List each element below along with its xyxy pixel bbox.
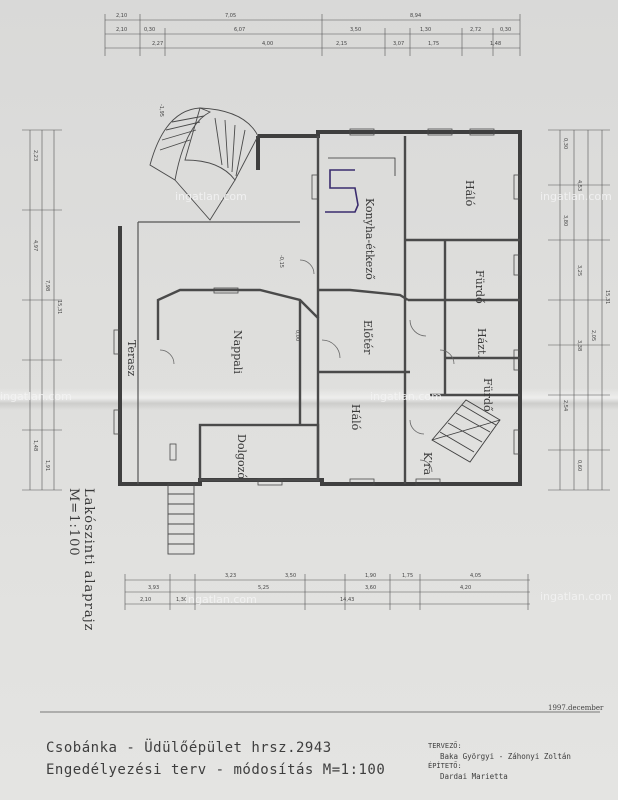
dim-bottom-row2-2: 3,60 xyxy=(365,585,376,591)
watermark: ingatlan.com xyxy=(185,593,257,606)
dim-top-row3-5: 1,48 xyxy=(490,41,501,47)
designer-names: Baka Györgyi - Záhonyi Zoltán xyxy=(440,752,571,761)
dim-top-row1-0: 2,10 xyxy=(116,13,127,19)
watermarks: ingatlan.com ingatlan.com ingatlan.com i… xyxy=(0,190,612,606)
dimension-labels-top: 2,10 7,05 8,94 2,10 0,30 6,07 3,50 1,30 … xyxy=(116,13,511,47)
permit-title: Engedélyezési terv - módosítás M=1:100 xyxy=(46,762,386,778)
dim-top-row2-4: 1,30 xyxy=(420,27,431,33)
staircase-terrace xyxy=(149,107,259,221)
dim-left-0: 2,23 xyxy=(32,150,38,161)
top-dimension-chains xyxy=(104,14,521,56)
left-dimension-chains xyxy=(22,129,62,491)
dim-bottom-row2-1: 5,25 xyxy=(258,585,269,591)
floor-plan-title: Lakószinti alaprajz M=1:100 xyxy=(66,488,96,728)
dim-right-2: 3,80 xyxy=(562,215,568,226)
room-label-furdo-top: Fürdő xyxy=(473,270,486,304)
dim-top-row2-1: 0,30 xyxy=(144,27,155,33)
dim-bottom-row3-1: 1,30 xyxy=(176,597,187,603)
dim-top-row2-6: 0,30 xyxy=(500,27,511,33)
staircase-entrance xyxy=(167,483,195,555)
dim-right-7: 0,60 xyxy=(576,460,582,471)
room-label-hazt: Házt. xyxy=(475,328,488,358)
dim-bottom-row2-3: 4,20 xyxy=(460,585,471,591)
room-label-furdo-bottom: Fürdő xyxy=(481,378,494,412)
drafter-name: Dardai Marietta xyxy=(440,772,508,781)
dim-right-3: 3,25 xyxy=(576,265,582,276)
room-label-halo-bottom: Háló xyxy=(349,404,362,431)
drafter-label: ÉPÍTETŐ: xyxy=(428,762,462,770)
watermark: ingatlan.com xyxy=(175,190,247,203)
level-mark-interior: 0,00 xyxy=(294,330,300,341)
dim-top-row3-1: 4,00 xyxy=(262,41,273,47)
date-label: 1997.december xyxy=(548,704,604,712)
watermark: ingatlan.com xyxy=(540,590,612,603)
dim-top-row2-5: 2,72 xyxy=(470,27,481,33)
dim-bottom-row3-2: 14,43 xyxy=(340,597,354,603)
dim-top-row3-0: 2,27 xyxy=(152,41,163,47)
dim-top-row1-2: 8,94 xyxy=(410,13,421,19)
dim-right-5: 3,38 xyxy=(576,340,582,351)
outer-walls xyxy=(118,130,522,486)
dim-top-row3-3: 3,07 xyxy=(393,41,404,47)
dim-top-row2-3: 3,50 xyxy=(350,27,361,33)
dim-bottom-row1-0: 3,23 xyxy=(225,573,236,579)
dim-top-row2-2: 6,07 xyxy=(234,27,245,33)
staircase-interior xyxy=(431,399,501,463)
dimension-labels-right: 0,30 4,53 3,80 3,25 2,05 3,38 2,54 0,60 … xyxy=(562,138,610,471)
paper-fold xyxy=(0,388,618,410)
dim-top-row3-2: 2,15 xyxy=(336,41,347,47)
dim-left-1: 4,97 xyxy=(32,240,38,251)
dim-bottom-row3-0: 2,10 xyxy=(140,597,151,603)
floor-plan-scale: M=1:100 xyxy=(66,488,81,557)
dim-bottom-row2-0: 3,93 xyxy=(148,585,159,591)
floor-plan-title-text: Lakószinti alaprajz xyxy=(81,488,96,632)
level-mark-terrace-outer: -1,95 xyxy=(158,104,164,117)
room-label-dolgozo: Dolgozó xyxy=(235,434,248,479)
dim-left-2: 7,98 xyxy=(44,280,50,291)
door-swings xyxy=(159,259,455,473)
dim-left-5: 1,91 xyxy=(44,460,50,471)
watermark: ingatlan.com xyxy=(0,390,72,403)
dim-right-8: 15,31 xyxy=(604,290,610,304)
room-label-eloter: Előtér xyxy=(361,320,374,355)
window-marks xyxy=(113,128,521,486)
dim-bottom-row1-3: 1,75 xyxy=(402,573,413,579)
right-dimension-chains xyxy=(548,129,610,491)
title-block: Csobánka - Üdülőépület hrsz.2943 Engedél… xyxy=(40,738,600,798)
bottom-dimension-chains xyxy=(124,574,530,610)
room-label-nappali: Nappali xyxy=(231,330,244,374)
dim-bottom-row1-2: 1,90 xyxy=(365,573,376,579)
room-label-halo-top: Háló xyxy=(463,180,476,207)
room-label-konyha: Konyha-étkező xyxy=(363,198,376,280)
dimension-labels-bottom: 3,23 3,50 1,90 1,75 4,05 3,93 5,25 3,60 … xyxy=(140,573,481,603)
dim-left-3: 15,31 xyxy=(56,300,62,314)
dim-right-4: 2,05 xyxy=(590,330,596,341)
handwritten-mark xyxy=(325,169,359,213)
dim-left-4: 1,48 xyxy=(32,440,38,451)
dim-bottom-row1-1: 3,50 xyxy=(285,573,296,579)
dim-right-6: 2,54 xyxy=(562,400,568,411)
watermark: ingatlan.com xyxy=(540,190,612,203)
room-label-terasz: Terasz xyxy=(125,340,138,376)
level-mark-step: -0,15 xyxy=(278,255,284,268)
dim-top-row1-1: 7,05 xyxy=(225,13,236,19)
dim-bottom-row1-4: 4,05 xyxy=(470,573,481,579)
dim-right-0: 0,30 xyxy=(562,138,568,149)
dimension-labels-left: 2,23 4,97 7,98 15,31 1,48 1,91 xyxy=(32,150,62,471)
dim-top-row2-0: 2,10 xyxy=(116,27,127,33)
interior-walls xyxy=(156,136,520,484)
terrace-railing xyxy=(137,221,300,484)
watermark: ingatlan.com xyxy=(370,390,442,403)
kitchen-counter xyxy=(328,157,396,176)
dim-top-row3-4: 1,75 xyxy=(428,41,439,47)
project-title: Csobánka - Üdülőépület hrsz.2943 xyxy=(46,740,332,756)
room-label-kra: K'ra xyxy=(421,452,434,476)
designer-label: TERVEZŐ: xyxy=(428,742,462,750)
dim-right-1: 4,53 xyxy=(576,180,582,191)
